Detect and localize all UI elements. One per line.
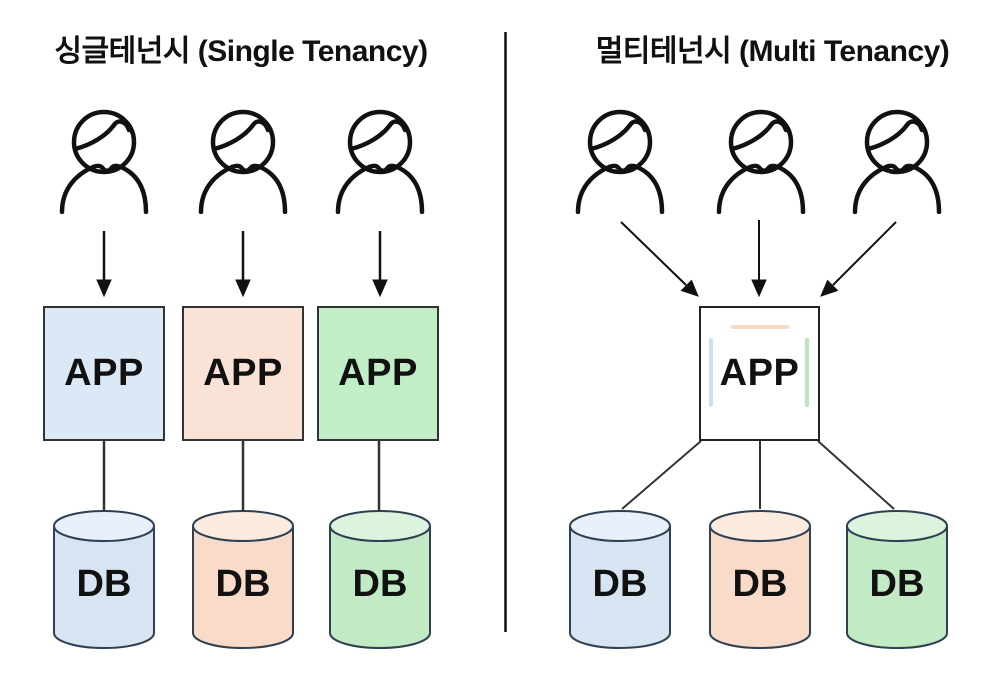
single-tenancy-title: 싱글테넌시 (Single Tenancy) [54,35,428,68]
db-cylinder-multi-3: DB [845,508,949,650]
link-shared-app-db6 [817,440,895,510]
db-cylinder-tenant-1: DB [52,508,156,650]
db-cylinder-multi-2: DB [708,508,812,650]
arrow-user5-to-shared-app [751,220,767,298]
app-label: APP [338,352,418,394]
db-label: DB [76,563,132,605]
db-cylinder-multi-1: DB [568,508,672,650]
multi-tenancy-title: 멀티테넌시 (Multi Tenancy) [595,35,950,68]
user-icon [54,99,154,215]
user-icon [847,99,947,215]
accent-line-green [805,338,809,407]
arrow-user6-to-shared-app [820,221,897,297]
db-cylinder-tenant-3: DB [328,508,432,650]
db-label: DB [352,563,408,605]
arrow-user3-to-app3 [372,231,388,298]
accent-line-peach [731,325,789,329]
app-box-tenant-1: APP [43,306,165,441]
app-box-tenant-2: APP [182,306,304,441]
user-icon [711,99,811,215]
user-icon [193,99,293,215]
app-box-tenant-3: APP [317,306,439,441]
arrow-user2-to-app2 [235,231,251,298]
shared-app-box: APP [699,306,820,441]
app-label: APP [64,352,144,394]
db-cylinder-tenant-2: DB [191,508,295,650]
accent-line-blue [709,338,713,407]
user-icon [330,99,430,215]
arrow-user4-to-shared-app [620,221,699,297]
user-icon [570,99,670,215]
app-label: APP [719,352,800,394]
db-label: DB [215,563,271,605]
db-label: DB [592,563,648,605]
arrow-user1-to-app1 [96,231,112,298]
app-label: APP [203,352,283,394]
link-shared-app-db4 [621,440,702,510]
db-label: DB [869,563,925,605]
db-label: DB [732,563,788,605]
